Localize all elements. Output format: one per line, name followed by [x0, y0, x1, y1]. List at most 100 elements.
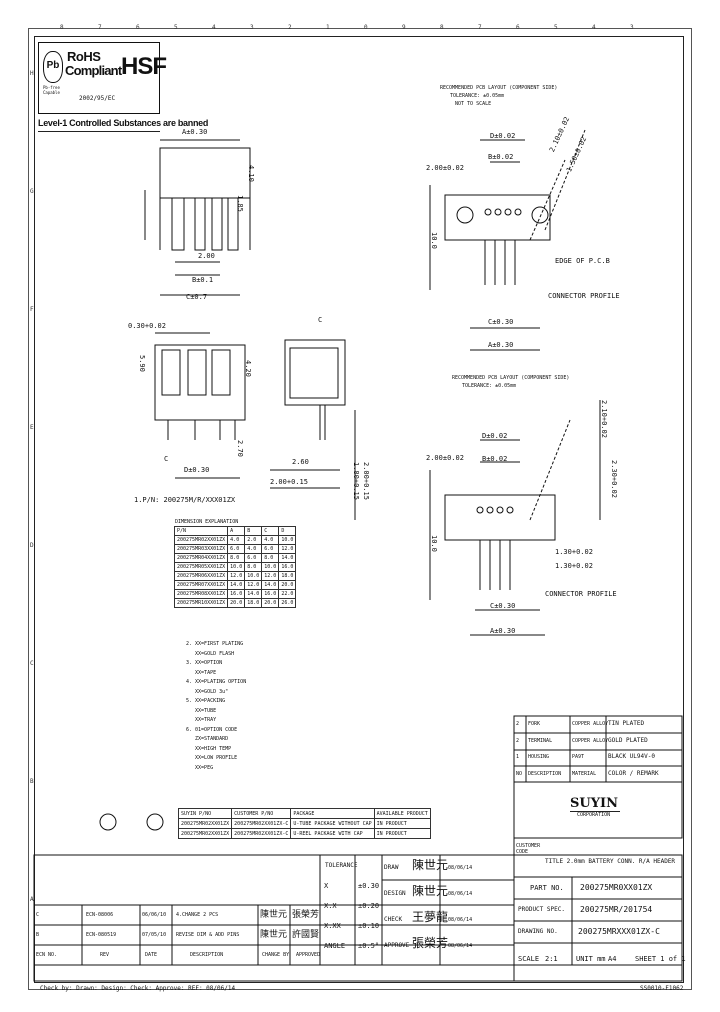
dim-2-00-v: 2.00+0.15 [362, 462, 370, 500]
ruler-top-mark: 6 [516, 24, 520, 31]
table-cell: 200275MR03XX01ZX [173, 544, 229, 554]
tolerance-value: ±0.10 [358, 922, 380, 930]
dim-b: B±0.1 [192, 276, 214, 284]
layout-top-note1: RECOMMENDED PCB LAYOUT (COMPONENT SIDE) [440, 85, 558, 91]
spec-value: 200275MR/201754 [580, 905, 653, 914]
ruler-top-mark: 8 [60, 24, 64, 31]
layout-bottom-c: C±0.30 [490, 602, 516, 610]
table-cell: 20.0 [278, 580, 297, 590]
revision-cell: 4.CHANGE 2 PCS [176, 912, 219, 918]
revision-header-cell: REV [100, 952, 110, 958]
dim-a: A±0.30 [182, 128, 208, 136]
table-cell: 14.0 [261, 580, 280, 590]
note-line: XX=GOLD 3u" [186, 688, 229, 695]
table-cell: 200275MR02XX01ZX-C [231, 828, 292, 839]
dim-2-70: 2.70 [236, 440, 244, 457]
note-line: XX=HIGH TEMP [186, 745, 232, 752]
dim-1-85: 1.85 [236, 195, 244, 212]
revision-cell: 陳世元 [260, 910, 288, 920]
ruler-top-mark: 4 [592, 24, 596, 31]
unit-value: UNIT mm [576, 955, 606, 963]
bom-cell: 1 [516, 754, 520, 760]
layout-top-pitch: 2.00±0.02 [426, 164, 464, 172]
tolerance-value: ±0.5° [358, 942, 380, 950]
note-line: 5. XX=PACKING [186, 698, 226, 704]
table-cell: 6.0 [227, 544, 246, 554]
revision-cell: 許國賢 [292, 930, 320, 940]
tolerance-header: TOLERANCE [325, 862, 358, 869]
table-cell: 18.0 [244, 598, 263, 608]
table-header-cell: SUYIN P/NO [177, 808, 233, 819]
drawing-title: TITLE 2.0mm BATTERY CONN. R/A HEADER [545, 858, 676, 865]
revision-cell: 張榮芳 [292, 910, 320, 920]
signoff-role: APPROVE [384, 942, 410, 949]
table-cell: 12.0 [261, 571, 280, 581]
table-cell: 200275MR06XX01ZX [173, 571, 229, 581]
ruler-top-mark: 0 [364, 24, 368, 31]
bom-cell: NO [516, 770, 523, 777]
table-cell: 10.0 [278, 535, 297, 545]
layout-top-note3: NOT TO SCALE [455, 101, 492, 107]
revision-header-cell: APPROVED [296, 952, 321, 958]
bom-cell: 2 [516, 737, 520, 744]
housing-side-view [284, 339, 346, 406]
revision-cell: 07/05/10 [142, 932, 167, 938]
label-c-mid: C [164, 455, 169, 463]
dim-4-20: 4.20 [244, 360, 252, 377]
table-header-cell: CUSTOMER P/NO [231, 808, 292, 819]
table-cell: 2.0 [244, 535, 263, 545]
tolerance-key: X [324, 882, 329, 890]
layout-bottom-pitch: 2.00±0.02 [426, 454, 464, 462]
table-cell: 20.0 [261, 598, 280, 608]
revision-header-cell: DATE [145, 952, 158, 958]
bom-cell: 2 [516, 721, 520, 727]
layout-bottom-a: A±0.30 [490, 627, 516, 635]
bom-cell: FORK [528, 721, 541, 727]
pcb-layout-bottom [444, 494, 556, 541]
layout-bottom-d: D±0.02 [482, 432, 508, 440]
revision-header-cell: DESCRIPTION [190, 952, 224, 958]
signoff-role: CHECK [384, 916, 403, 923]
table-cell: 8.0 [261, 553, 280, 563]
dim-1-80: 1.80+0.15 [352, 462, 360, 500]
revision-cell: B [36, 932, 40, 938]
layout-top-b: B±0.02 [488, 153, 514, 161]
table-cell: 200275MR02XX01ZX [177, 818, 233, 829]
revision-cell: C [36, 912, 40, 918]
table-header-cell: P/N [173, 526, 229, 536]
table-cell: 20.0 [227, 598, 246, 608]
table-cell: 12.0 [227, 571, 246, 581]
signoff-date: 08/06/14 [448, 865, 473, 871]
table-cell: 4.0 [227, 535, 246, 545]
layout-bottom-profile: CONNECTOR PROFILE [545, 590, 617, 598]
layout-top-profile: CONNECTOR PROFILE [548, 292, 620, 300]
layout-bottom-r1: 2.10+0.02 [600, 400, 608, 438]
company-sub: CORPORATION [577, 812, 611, 818]
ruler-left-mark: B [30, 778, 34, 785]
signoff-date: 08/06/14 [448, 917, 473, 923]
dim-2-00: 2.00 [198, 252, 215, 260]
bom-cell: BLACK UL94V-0 [608, 753, 655, 760]
signoff-name: 王夢龍 [412, 910, 449, 924]
table-header-cell: C [261, 526, 280, 536]
table-cell: 200275MR10XX01ZX [173, 598, 229, 608]
table-cell: 16.0 [278, 562, 297, 572]
table-cell: 6.0 [244, 553, 263, 563]
revision-cell: 06/06/10 [142, 912, 167, 918]
ruler-top-mark: 7 [98, 24, 102, 31]
note-line: XX=GOLD FLASH [186, 650, 235, 657]
signoff-role: DRAW [384, 864, 399, 871]
bom-cell: COLOR / REMARK [608, 769, 659, 777]
table-cell: 16.0 [227, 589, 246, 599]
table-cell: 14.0 [227, 580, 246, 590]
signoff-name: 張榮芳 [412, 936, 449, 950]
ruler-top-mark: 3 [630, 24, 634, 31]
